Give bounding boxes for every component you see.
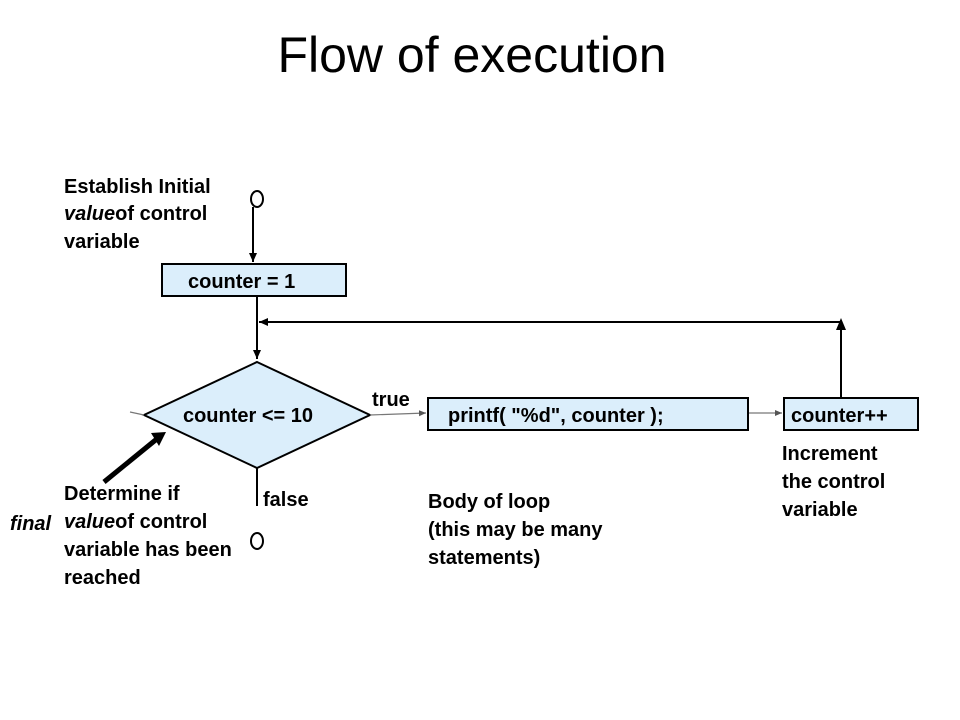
increment-line-3: variable [782, 499, 858, 521]
body-box-label: printf( "%d", counter ); [448, 405, 664, 427]
condition-label: counter <= 10 [183, 405, 313, 427]
annotation-establish: Establish Initial valueof control variab… [64, 176, 211, 253]
false-label: false [263, 489, 309, 511]
determine-line-2-emphasis: value [64, 511, 115, 533]
true-label: true [372, 389, 410, 411]
pointer-arrow-to-condition [102, 436, 160, 484]
determine-line-4: reached [64, 567, 141, 589]
arrow-true-branch [369, 410, 427, 417]
establish-line-2: valueof control [64, 203, 207, 225]
end-connector [250, 532, 264, 550]
establish-line-3: variable [64, 231, 140, 253]
establish-line-2-rest: of control [115, 203, 207, 225]
init-box: counter = 1 [161, 263, 347, 297]
loop-back-line [259, 318, 842, 398]
establish-line-1: Establish Initial [64, 176, 211, 198]
increment-line-1: Increment [782, 443, 878, 465]
body-line-2: (this may be many [428, 519, 603, 541]
body-line-1: Body of loop [428, 491, 550, 513]
page-title: Flow of execution [277, 27, 666, 83]
increment-box-label: counter++ [791, 405, 888, 427]
loop-back-arrowhead [836, 318, 846, 330]
increment-line-2: the control [782, 471, 885, 493]
determine-line-3: variable has been [64, 539, 232, 561]
annotation-body: Body of loop (this may be many statement… [428, 491, 603, 569]
determine-line-2-rest: of control [115, 511, 207, 533]
annotation-increment: Increment the control variable [782, 443, 885, 521]
determine-side-emphasis: final [10, 513, 52, 535]
left-tick [129, 411, 145, 416]
start-connector [250, 190, 264, 208]
establish-line-2-emphasis: value [64, 203, 115, 225]
init-box-label: counter = 1 [188, 271, 295, 293]
body-line-3: statements) [428, 547, 540, 569]
body-box: printf( "%d", counter ); [427, 397, 749, 431]
determine-line-1: Determine if [64, 483, 180, 505]
increment-box: counter++ [783, 397, 919, 431]
condition-diamond: counter <= 10 [141, 360, 373, 470]
annotation-determine: final Determine if valueof control varia… [10, 483, 232, 589]
determine-line-2: valueof control [64, 511, 207, 533]
pointer-arrowhead [151, 432, 166, 446]
